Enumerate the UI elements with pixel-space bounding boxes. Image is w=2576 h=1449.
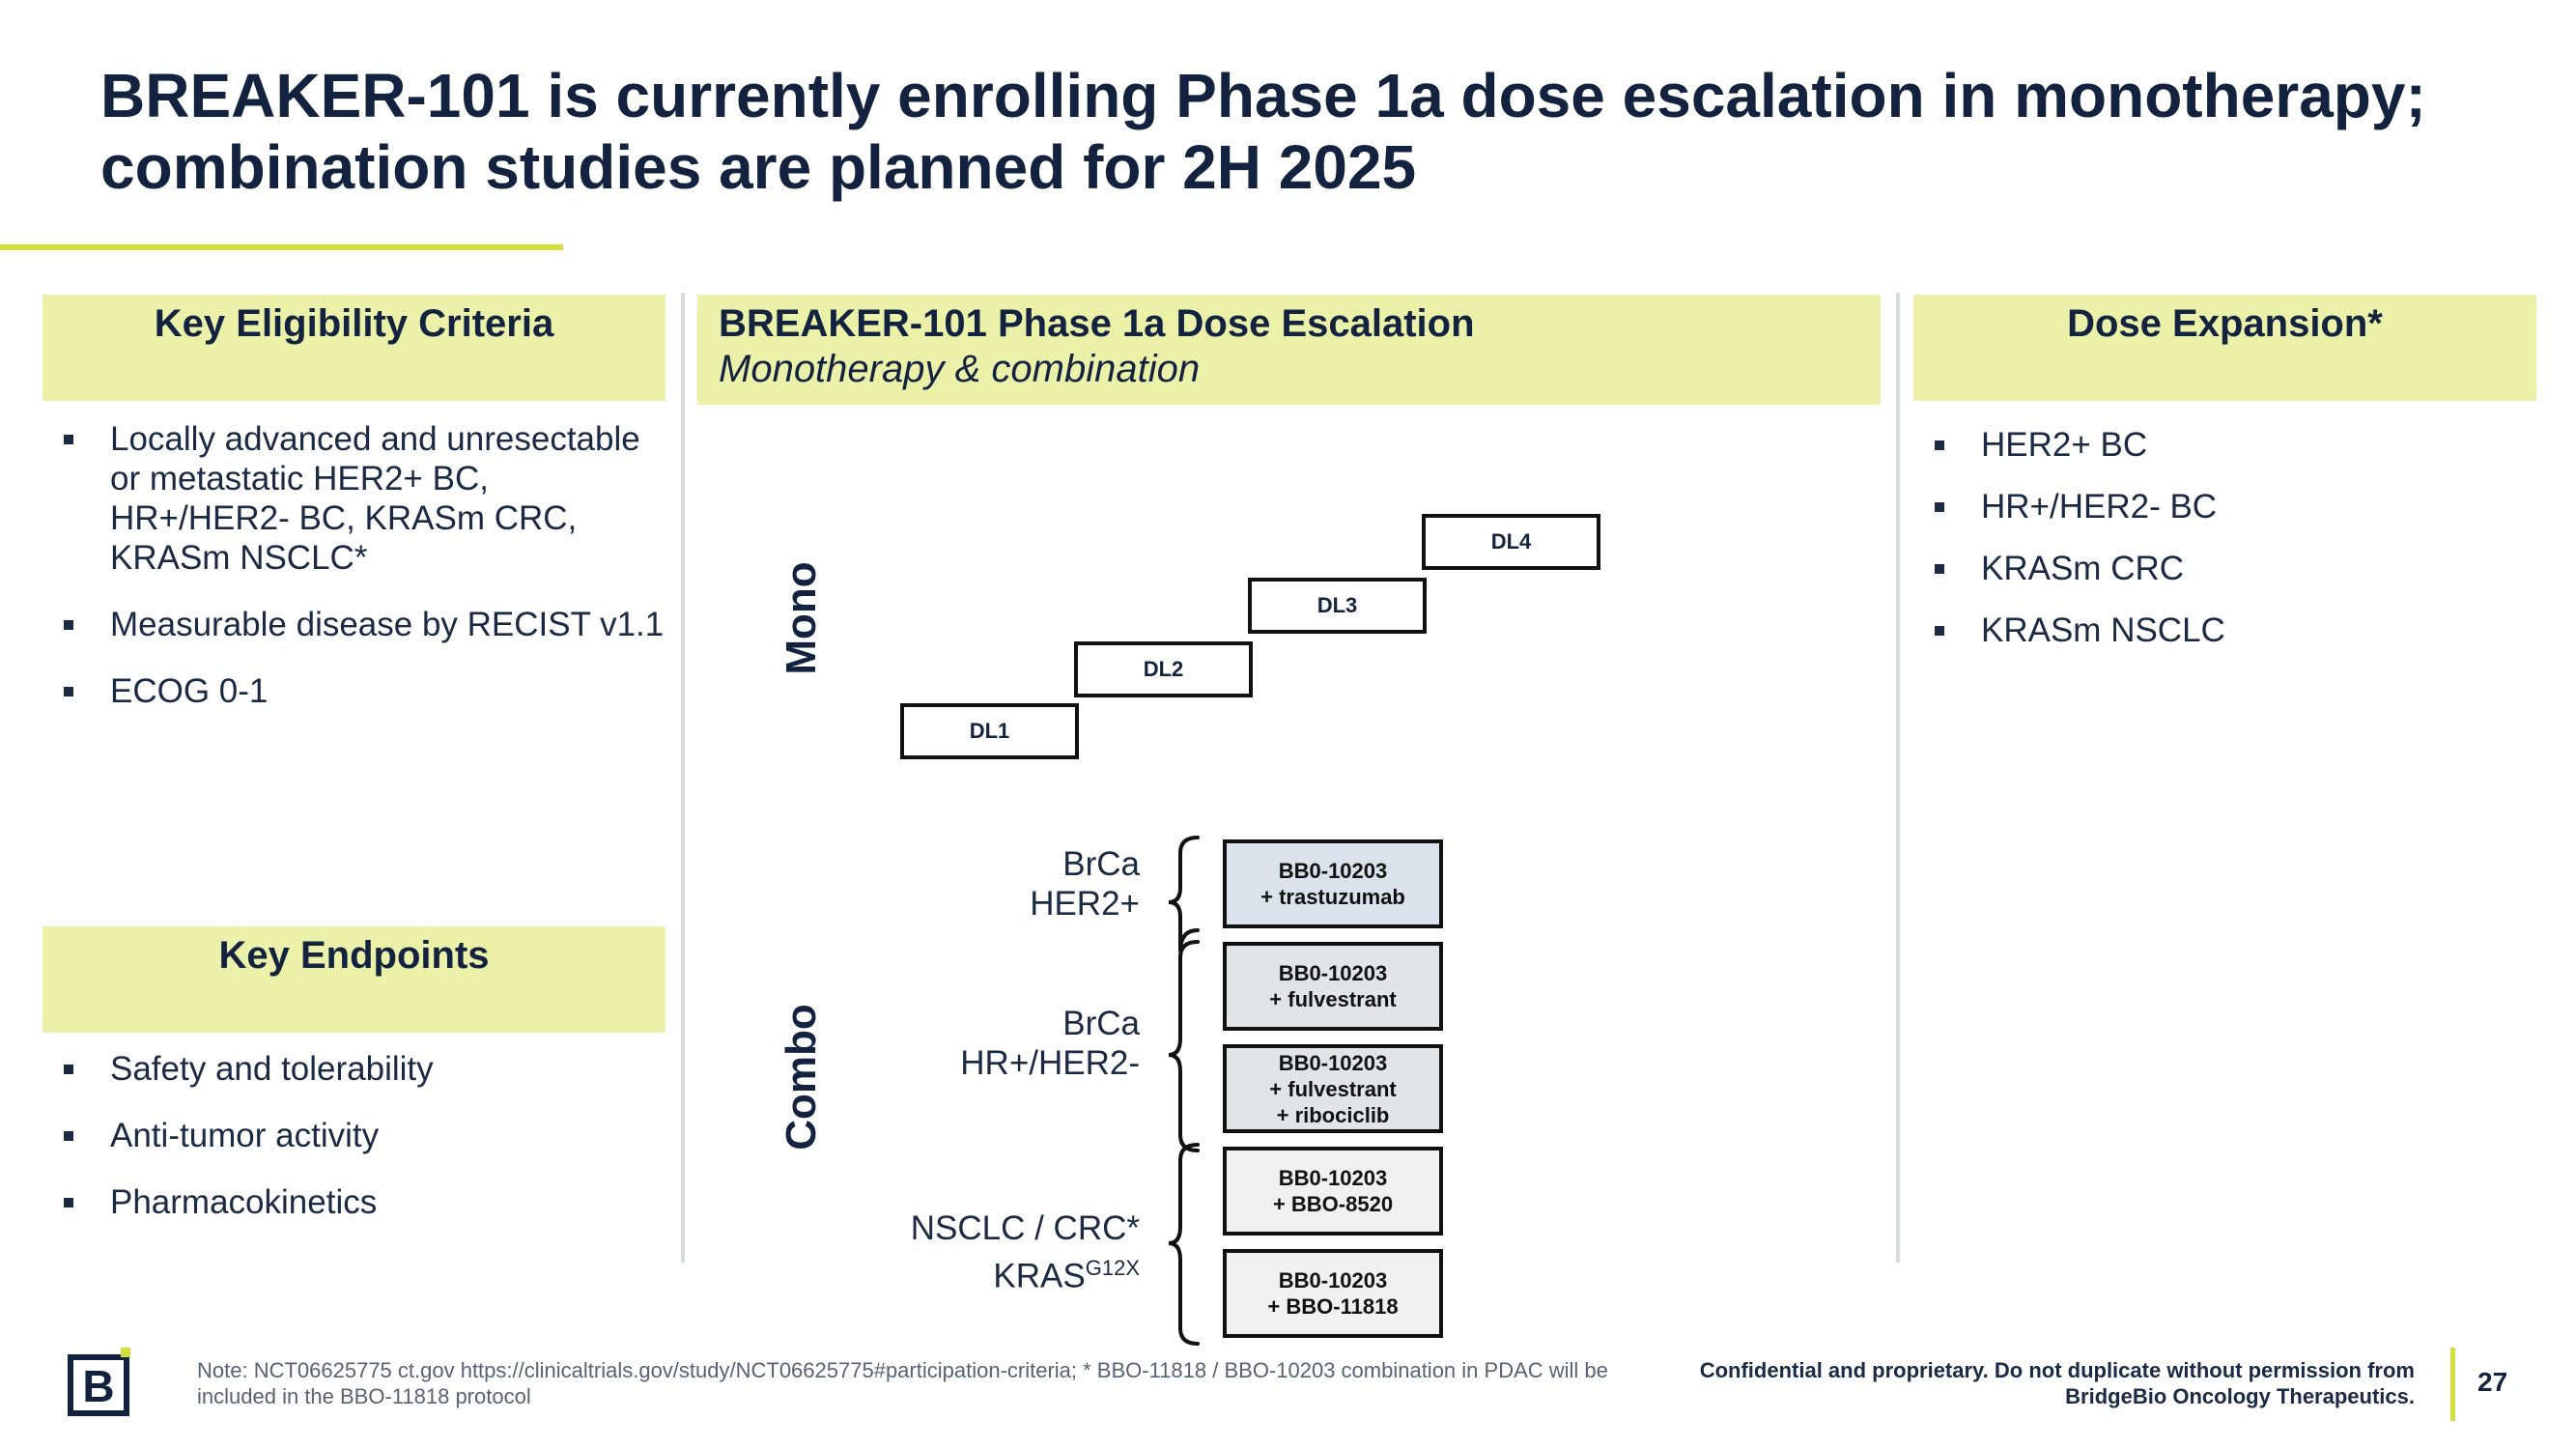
endpoints-list: Safety and tolerability Anti-tumor activ… — [42, 1049, 670, 1249]
eligibility-item-text: Locally advanced and unresectable or met… — [110, 420, 640, 577]
bullet-square-icon — [1935, 564, 1944, 574]
eligibility-header: Key Eligibility Criteria — [42, 295, 665, 401]
combo-box-fulvestrant: BB0-10203 + fulvestrant — [1223, 942, 1443, 1031]
footer-divider — [2450, 1348, 2455, 1421]
expansion-item: KRASm CRC — [1913, 549, 2532, 588]
expansion-list: HER2+ BC HR+/HER2- BC KRASm CRC KRASm NS… — [1913, 425, 2532, 672]
combo-box-trastuzumab: BB0-10203 + trastuzumab — [1223, 839, 1443, 928]
expansion-header: Dose Expansion* — [1913, 295, 2536, 401]
bullet-square-icon — [1935, 502, 1944, 512]
footnote: Note: NCT06625775 ct.gov https://clinica… — [197, 1358, 1608, 1408]
endpoint-item: Pharmacokinetics — [42, 1182, 670, 1222]
bullet-square-icon — [64, 1065, 73, 1074]
combo-drug: BB0-10203 — [1278, 1050, 1388, 1075]
expansion-item: HER2+ BC — [1913, 425, 2532, 465]
combo-drug: BB0-10203 — [1278, 961, 1388, 985]
expansion-item-text: KRASm NSCLC — [1981, 611, 2225, 649]
escalation-header: BREAKER-101 Phase 1a Dose Escalation Mon… — [697, 295, 1881, 405]
combo-box-bbo-11818: BB0-10203 + BBO-11818 — [1223, 1249, 1443, 1338]
combo-partner: + fulvestrant — [1269, 987, 1397, 1011]
brace-brca-her2 — [1169, 836, 1200, 952]
dose-level-box: DL4 — [1422, 514, 1600, 570]
combo-drug: BB0-10203 — [1278, 1268, 1388, 1293]
endpoints-header: Key Endpoints — [42, 926, 665, 1033]
confidential-notice: Confidential and proprietary. Do not dup… — [1699, 1358, 2415, 1408]
eligibility-item: Locally advanced and unresectable or met… — [42, 419, 670, 578]
endpoint-item-text: Pharmacokinetics — [110, 1183, 378, 1221]
eligibility-list: Locally advanced and unresectable or met… — [42, 419, 670, 738]
eligibility-item-text: ECOG 0-1 — [110, 672, 269, 710]
column-divider-right — [1896, 293, 1900, 1263]
bullet-square-icon — [64, 1131, 73, 1141]
combo-box-bbo-8520: BB0-10203 + BBO-8520 — [1223, 1147, 1443, 1236]
bridgebio-logo-icon: B — [68, 1348, 130, 1416]
group-label-kras-line1: NSCLC / CRC* — [910, 1209, 1140, 1247]
bullet-square-icon — [64, 435, 73, 444]
group-label-kras: NSCLC / CRC* KRASG12X — [869, 1208, 1140, 1296]
logo-letter: B — [82, 1361, 114, 1411]
bullet-square-icon — [64, 1198, 73, 1208]
expansion-item-text: HER2+ BC — [1981, 426, 2148, 464]
group-braces — [1169, 836, 1200, 1346]
bullet-square-icon — [64, 687, 73, 696]
combo-partner: + trastuzumab — [1260, 885, 1405, 909]
dose-level-box: DL2 — [1074, 641, 1253, 697]
endpoint-item-text: Anti-tumor activity — [110, 1117, 380, 1154]
eligibility-item-text: Measurable disease by RECIST v1.1 — [110, 606, 665, 643]
group-label-brca-her2: BrCa HER2+ — [1030, 845, 1140, 923]
escalation-subtitle: Monotherapy & combination — [719, 348, 1201, 390]
combo-drug: BB0-10203 — [1278, 859, 1388, 883]
expansion-item: HR+/HER2- BC — [1913, 487, 2532, 526]
bullet-square-icon — [64, 620, 73, 630]
bullet-square-icon — [1935, 626, 1944, 636]
endpoint-item-text: Safety and tolerability — [110, 1050, 434, 1088]
group-label-kras-line2: KRAS — [993, 1257, 1086, 1295]
column-divider-left — [681, 293, 685, 1263]
dose-level-box: DL3 — [1248, 578, 1427, 634]
dose-level-box: DL1 — [900, 703, 1079, 759]
page-number: 27 — [2477, 1367, 2508, 1397]
combo-drug: BB0-10203 — [1278, 1166, 1388, 1190]
combo-partner: + BBO-11818 — [1267, 1294, 1399, 1319]
bullet-square-icon — [1935, 440, 1944, 450]
expansion-item-text: HR+/HER2- BC — [1981, 488, 2218, 526]
combo-label: Combo — [778, 1004, 825, 1151]
brace-kras — [1169, 1143, 1200, 1346]
eligibility-item: Measurable disease by RECIST v1.1 — [42, 605, 670, 644]
eligibility-item: ECOG 0-1 — [42, 671, 670, 711]
combo-box-fulvestrant-ribociclib: BB0-10203 + fulvestrant + ribociclib — [1223, 1044, 1443, 1133]
title-underline — [0, 244, 563, 250]
endpoint-item: Safety and tolerability — [42, 1049, 670, 1089]
combo-partner: + BBO-8520 — [1272, 1192, 1394, 1216]
group-label-kras-sup: G12X — [1085, 1256, 1140, 1280]
expansion-item-text: KRASm CRC — [1981, 550, 2185, 587]
brace-brca-hr — [1169, 940, 1200, 1152]
eligibility-title: Key Eligibility Criteria — [154, 302, 554, 345]
combo-partner: + fulvestrant — [1269, 1076, 1397, 1101]
combo-partner: + ribociclib — [1276, 1102, 1390, 1127]
expansion-item: KRASm NSCLC — [1913, 611, 2532, 650]
endpoint-item: Anti-tumor activity — [42, 1116, 670, 1155]
expansion-title: Dose Expansion* — [2067, 302, 2383, 345]
group-label-brca-hr: BrCa HR+/HER2- — [960, 1005, 1140, 1082]
escalation-title: BREAKER-101 Phase 1a Dose Escalation — [719, 302, 1475, 345]
mono-label: Mono — [778, 561, 825, 675]
endpoints-title: Key Endpoints — [218, 934, 490, 977]
page-title: BREAKER-101 is currently enrolling Phase… — [100, 61, 2426, 202]
